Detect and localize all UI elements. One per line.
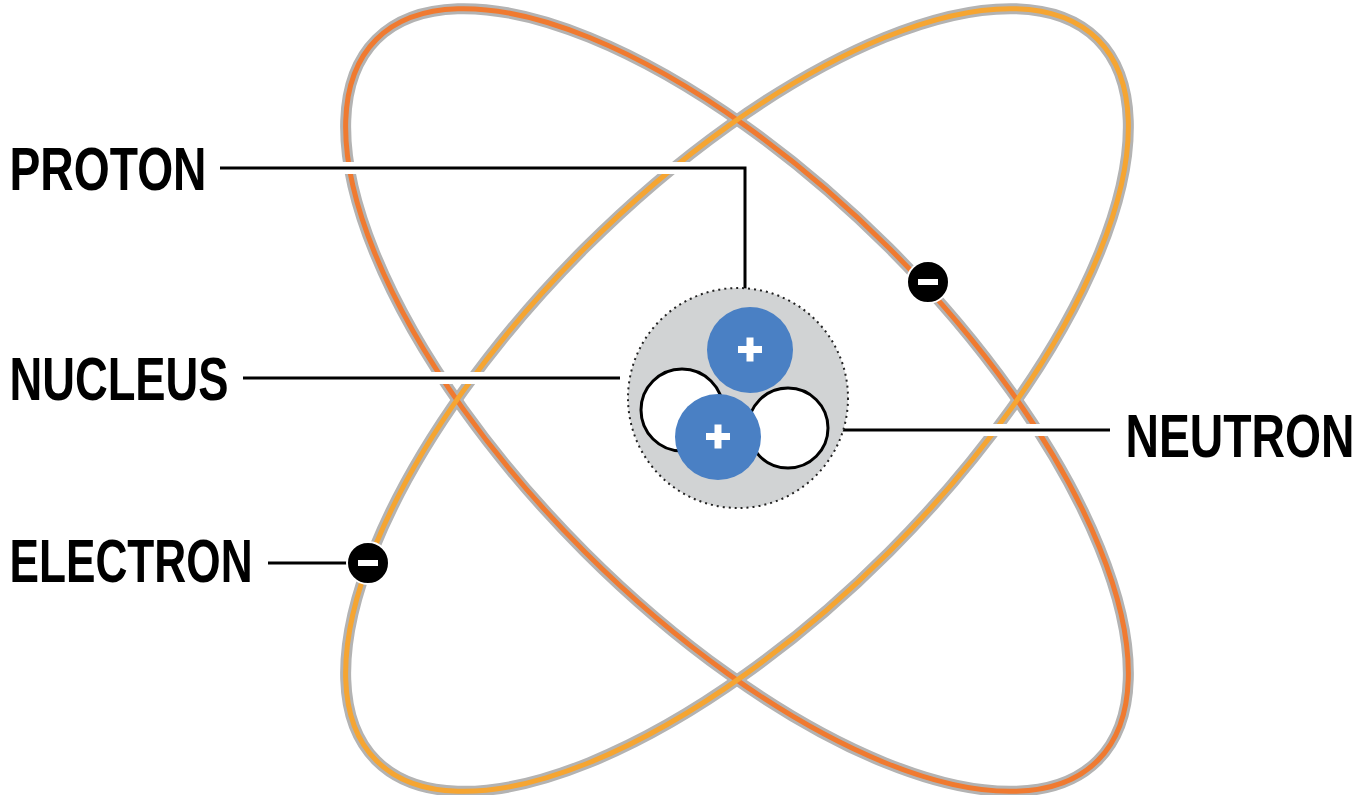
nucleus	[628, 288, 848, 508]
part-label: NUCLEUS	[8, 348, 230, 410]
leader-lines	[220, 168, 1110, 563]
electron	[347, 542, 389, 584]
part-label: ELECTRON	[8, 530, 254, 592]
part-label: NEUTRON	[1124, 405, 1356, 467]
electron-orbits	[224, 0, 1249, 795]
proton	[675, 394, 761, 480]
electron	[907, 261, 949, 303]
proton	[707, 307, 793, 393]
part-label: PROTON	[8, 138, 208, 200]
